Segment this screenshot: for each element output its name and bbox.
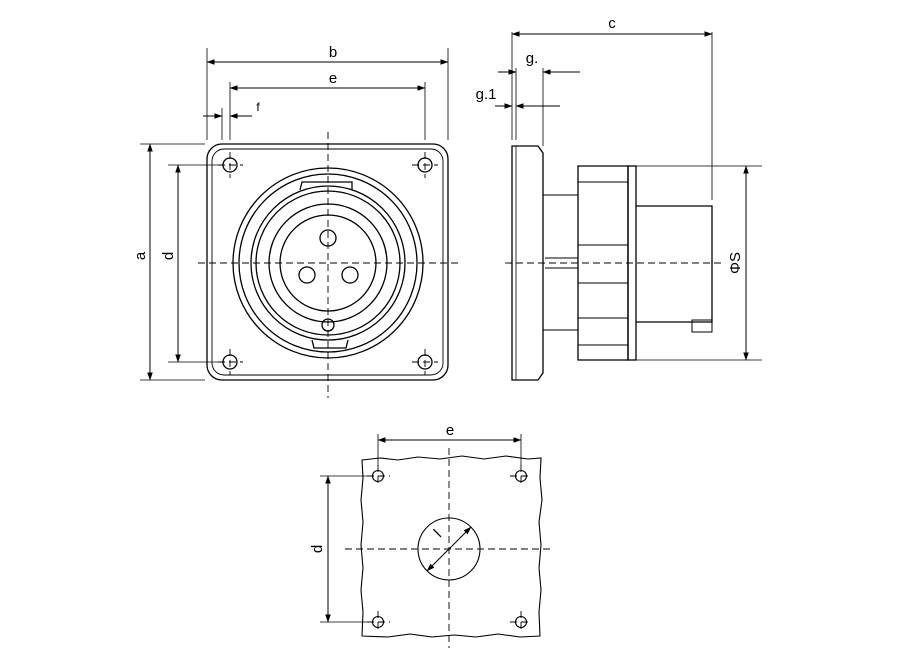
dim-g1-label: g.1	[476, 86, 497, 103]
pin-right	[341, 266, 359, 284]
flange-inner-outline	[211, 148, 444, 376]
side-extension-lines	[511, 32, 762, 361]
dim-c-label: c	[608, 15, 616, 32]
dim-S-label: ΦS	[727, 252, 744, 274]
side-rear-housing	[636, 205, 713, 323]
front-centerlines	[198, 132, 458, 398]
cutout-dimension-lines	[320, 434, 522, 623]
panel-outline	[360, 455, 543, 638]
outer-ring	[232, 167, 424, 359]
dim-e-label: e	[329, 70, 337, 87]
dim-b-label: b	[329, 44, 337, 61]
front-dimension-lines	[147, 59, 449, 381]
dim-a-label: a	[132, 251, 149, 260]
side-dimension-lines	[495, 31, 749, 361]
side-body	[542, 194, 579, 331]
dim-cutout-l-label: l	[431, 527, 445, 541]
dim-cutout-e-label: e	[446, 422, 454, 439]
lower-notch	[311, 339, 349, 349]
locking-arc	[299, 181, 353, 191]
dim-cutout-d-label: d	[309, 545, 326, 553]
side-flange	[511, 145, 544, 381]
dim-f-label: f	[256, 100, 260, 114]
dim-d-label: d	[160, 252, 177, 260]
dim-cutout-l-line	[426, 526, 472, 572]
side-rear-tab	[691, 319, 713, 333]
pin-left	[298, 266, 316, 284]
ring-3	[250, 185, 406, 341]
flange-outline	[206, 143, 449, 381]
dim-g-label: g.	[526, 50, 539, 67]
cutout-centerlines	[345, 448, 552, 648]
front-view	[206, 143, 449, 381]
